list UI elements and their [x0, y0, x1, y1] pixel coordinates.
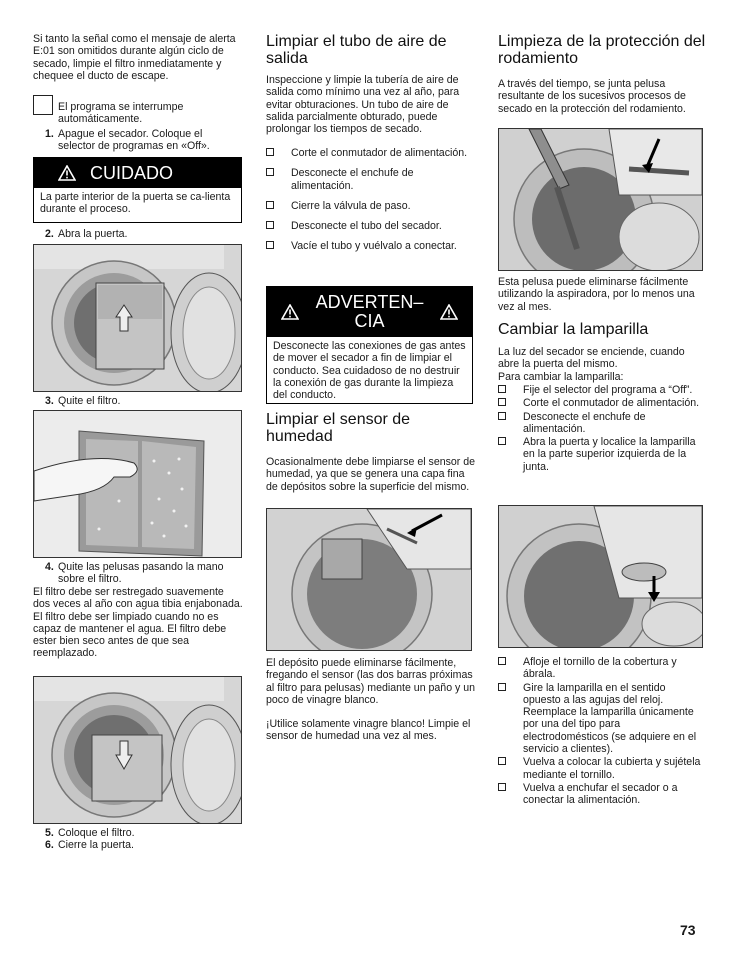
- steps-4: 4. Quite las pelusas pasando la mano sobr…: [45, 561, 240, 586]
- step-number: 4.: [45, 561, 54, 573]
- lamp-steps-list-1: Fije el selector del programa a “Off”. C…: [498, 384, 706, 473]
- sensor-drawing: [267, 509, 471, 650]
- list-item: Desconecte el enchufe de alimentación.: [266, 167, 476, 192]
- exhaust-duct-text: Inspeccione y limpie la tubería de aire …: [266, 74, 460, 136]
- step-number: 2.: [45, 228, 54, 240]
- warning-header: ADVERTEN– CIA: [267, 287, 472, 337]
- humidity-sensor-text: Ocasionalmente debe limpiarse el sensor …: [266, 456, 476, 493]
- exhaust-steps-list: Corte el conmutador de alimentación. Des…: [266, 147, 476, 253]
- checkbox-icon: [498, 398, 506, 407]
- checkbox-icon: [266, 168, 274, 177]
- heading-bearing-protection: Limpieza de la protección del rodamiento: [498, 33, 706, 67]
- checkbox-icon: [498, 757, 506, 766]
- step-text: Apague el secador. Coloque el selector d…: [58, 128, 210, 153]
- warning-body: Desconecte las conexiones de gas antes d…: [273, 340, 466, 402]
- list-item: Desconecte el tubo del secador.: [266, 220, 476, 232]
- checkbox-icon: [498, 657, 506, 665]
- warning-title: ADVERTEN– CIA: [315, 292, 424, 331]
- step-text: Quite el filtro.: [58, 395, 121, 407]
- lamp-replacement-illustration: [498, 505, 703, 648]
- checkbox-icon: [498, 782, 506, 791]
- steps-3: 3. Quite el filtro.: [45, 395, 240, 407]
- filter-drawing: [34, 411, 241, 557]
- list-item: Abra la puerta y localice la lamparilla …: [498, 436, 706, 473]
- caution-box: CUIDADO La parte interior de la puerta s…: [33, 157, 242, 223]
- lamp-drawing: [499, 506, 702, 647]
- bearing-drawing: [499, 129, 702, 270]
- warning-triangle-icon: [58, 165, 76, 181]
- caution-header: CUIDADO: [34, 158, 241, 188]
- lamp-text-2: Para cambiar la lamparilla:: [498, 371, 624, 383]
- list-item: Corte el conmutador de alimentación.: [266, 147, 476, 159]
- warning-triangle-icon: [439, 304, 458, 320]
- checkbox-icon: [266, 221, 274, 230]
- step-text: Quite las pelusas pasando la mano sobre …: [58, 561, 224, 586]
- list-item: Fije el selector del programa a “Off”.: [498, 384, 706, 396]
- step-number: 3.: [45, 395, 54, 407]
- steps-5-6: 5. Coloque el filtro. 6. Cierre la puerta.: [45, 827, 240, 852]
- step-3: 3. Quite el filtro.: [45, 395, 240, 407]
- heading-exhaust-duct: Limpiar el tubo de aire de salida: [266, 33, 447, 67]
- filter-care-text: El filtro debe ser restregado suavemente…: [33, 586, 243, 660]
- dryer-filter-insert-illustration: [33, 676, 242, 824]
- bearing-cleaning-illustration: [498, 128, 703, 271]
- steps-1: 1. Apague el secador. Coloque el selector…: [45, 128, 240, 153]
- page-number: 73: [680, 922, 696, 938]
- step-5: 5. Coloque el filtro.: [45, 827, 240, 839]
- checkbox-icon: [498, 385, 506, 393]
- heading-change-lamp: Cambiar la lamparilla: [498, 321, 649, 338]
- list-item: Vuelva a colocar la cubierta y sujétela …: [498, 756, 706, 781]
- step-number: 6.: [45, 839, 54, 852]
- steps-2: 2. Abra la puerta.: [45, 228, 240, 240]
- caution-title: CUIDADO: [90, 162, 174, 183]
- filter-cleaning-illustration: [33, 410, 242, 558]
- step-number: 5.: [45, 827, 54, 839]
- step-number: 1.: [45, 128, 54, 140]
- list-item: Cierre la válvula de paso.: [266, 200, 476, 212]
- dryer-filter-removal-illustration: [33, 244, 242, 392]
- list-item: Vacíe el tubo y vuélvalo a conectar.: [266, 240, 476, 252]
- lamp-text: La luz del secador se enciende, cuando a…: [498, 346, 685, 371]
- checkbox-icon: [498, 437, 506, 446]
- step-6: 6. Cierre la puerta.: [45, 839, 240, 851]
- humidity-sensor-text-3: ¡Utilice solamente vinagre blanco! Limpi…: [266, 718, 471, 743]
- checkbox-icon: [266, 241, 274, 250]
- list-item: Vuelva a enchufar el secador o a conecta…: [498, 782, 706, 807]
- bearing-protection-text: A través del tiempo, se junta pelusa res…: [498, 78, 686, 115]
- heading-humidity-sensor: Limpiar el sensor de humedad: [266, 411, 411, 445]
- step-text: Cierre la puerta.: [58, 839, 134, 852]
- warning-triangle-icon: [281, 304, 299, 320]
- intro-text: Si tanto la señal como el mensaje de ale…: [33, 33, 236, 82]
- step-2: 2. Abra la puerta.: [45, 228, 240, 240]
- list-item: Gire la lamparilla en el sentido opuesto…: [498, 682, 706, 756]
- lamp-steps-list-2: Afloje el tornillo de la cobertura y ábr…: [498, 656, 706, 807]
- checkbox-icon: [266, 148, 274, 156]
- note-text: El programa se interrumpe automáticament…: [58, 101, 184, 126]
- humidity-sensor-illustration: [266, 508, 472, 651]
- caution-body: La parte interior de la puerta se ca-lie…: [40, 191, 231, 216]
- step-text: Coloque el filtro.: [58, 827, 135, 839]
- step-4: 4. Quite las pelusas pasando la mano sobr…: [45, 561, 240, 586]
- dryer-drawing-2: [34, 677, 241, 823]
- checkbox-icon: [498, 682, 506, 691]
- note-icon: [33, 95, 53, 115]
- checkbox-icon: [266, 200, 274, 209]
- humidity-sensor-text-2: El depósito puede eliminarse fácilmente,…: [266, 657, 476, 706]
- list-item: Desconecte el enchufe de alimentación.: [498, 411, 706, 436]
- step-text: Abra la puerta.: [58, 228, 128, 240]
- list-item: Corte el conmutador de alimentación.: [498, 397, 706, 409]
- warning-box: ADVERTEN– CIA Desconecte las conexiones …: [266, 286, 473, 404]
- bearing-protection-text-2: Esta pelusa puede eliminarse fácilmente …: [498, 276, 695, 313]
- checkbox-icon: [498, 411, 506, 420]
- step-1: 1. Apague el secador. Coloque el selector…: [45, 128, 240, 153]
- list-item: Afloje el tornillo de la cobertura y ábr…: [498, 656, 706, 681]
- dryer-drawing: [34, 245, 241, 391]
